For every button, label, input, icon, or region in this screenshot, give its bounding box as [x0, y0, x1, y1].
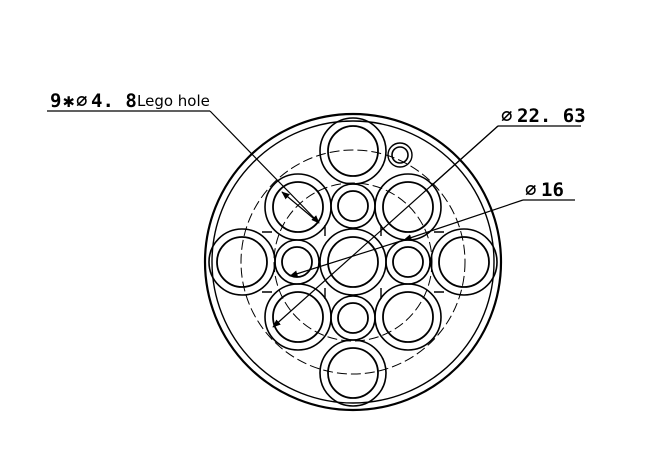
center-hole [319, 228, 387, 296]
pitch-diameter-symbol: ∅ [525, 179, 536, 201]
outer-rim [203, 112, 503, 412]
hole-count-label: 9 [50, 90, 61, 112]
times-symbol: ✱ [63, 90, 74, 112]
pitch-circle-outer [240, 149, 466, 375]
outer-diameter-value: 22. 63 [517, 105, 586, 127]
small-hole-top [330, 183, 376, 229]
outer-hole-top [319, 117, 387, 185]
small-hole-bottom [330, 295, 376, 341]
diag-hole-tl [264, 173, 332, 241]
diameter-symbol: ∅ [76, 90, 87, 112]
small-hole-left [274, 239, 320, 285]
outer-diameter-symbol: ∅ [501, 105, 512, 127]
pitch-dimension: ∅ 16 [289, 179, 575, 277]
pitch-circle-inner [273, 182, 433, 342]
notch-lines [262, 225, 444, 299]
inner-rim [211, 120, 495, 404]
outer-hole-right [430, 228, 498, 296]
hole-dimension: 9 ✱ ∅ 4. 8 Lego hole [47, 90, 320, 224]
diag-hole-br [374, 283, 442, 351]
outer-hole-left [208, 228, 276, 296]
pitch-diameter-value: 16 [541, 179, 564, 201]
hole-diameter-value: 4. 8 [91, 90, 137, 112]
outer-dimension: ∅ 22. 63 [272, 105, 586, 328]
diag-hole-bl [264, 283, 332, 351]
locating-hole [387, 142, 413, 168]
outer-hole-bottom [319, 339, 387, 407]
hole-note: Lego hole [137, 92, 210, 110]
small-hole-right [385, 239, 431, 285]
